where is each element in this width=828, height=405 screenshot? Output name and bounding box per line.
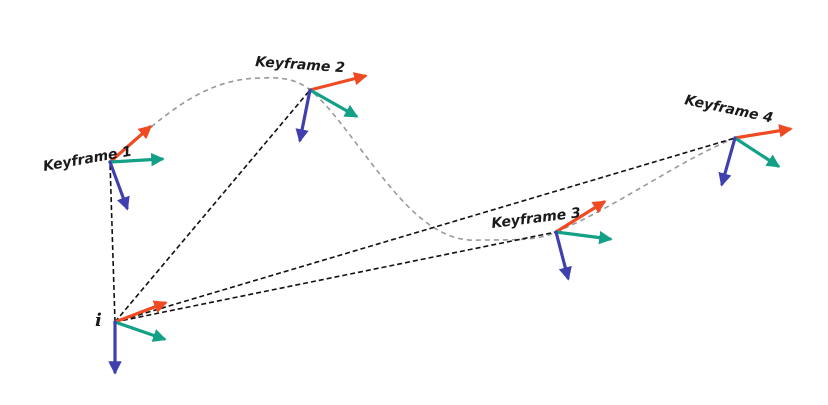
current-frame-x-axis: [113, 300, 168, 324]
keyframe-1-pose: Keyframe 1: [42, 125, 165, 211]
trajectory-curve: [109, 77, 736, 241]
link-to-keyframe-3: [114, 231, 557, 323]
current-frame-label: i: [95, 310, 102, 331]
keyframe-2-x-axis: [308, 72, 368, 92]
keyframe-4-x-axis: [733, 124, 793, 140]
keyframe-2-z-axis: [295, 88, 312, 143]
keyframe-4-label: Keyframe 4: [683, 92, 774, 126]
link-to-keyframe-4: [114, 137, 736, 323]
keyframe-2-y-axis: [308, 88, 359, 118]
keyframe-1-z-axis: [108, 160, 130, 211]
keyframe-3-label: Keyframe 3: [491, 205, 582, 232]
keyframe-2-pose: Keyframe 2: [255, 54, 368, 143]
keyframe-4-z-axis: [718, 136, 737, 187]
keyframe-4-y-axis: [733, 136, 781, 168]
link-to-keyframe-1: [109, 161, 116, 323]
keyframe-2-label: Keyframe 2: [255, 54, 346, 76]
keyframe-3-y-axis: [554, 230, 613, 245]
keyframe-3-pose: Keyframe 3: [491, 200, 613, 281]
keyframe-4-pose: Keyframe 4: [683, 92, 793, 187]
keyframe-1-x-axis: [108, 125, 153, 164]
keyframe-3-z-axis: [554, 230, 572, 281]
keyframe-1-label: Keyframe 1: [42, 144, 133, 175]
links-from-current-frame: [109, 89, 736, 323]
current-frame-pose: i: [95, 300, 168, 375]
current-frame-y-axis: [113, 320, 167, 342]
keyframe-3-x-axis: [554, 200, 607, 234]
link-to-keyframe-2: [114, 89, 311, 323]
keyframe-1-y-axis: [108, 152, 165, 167]
